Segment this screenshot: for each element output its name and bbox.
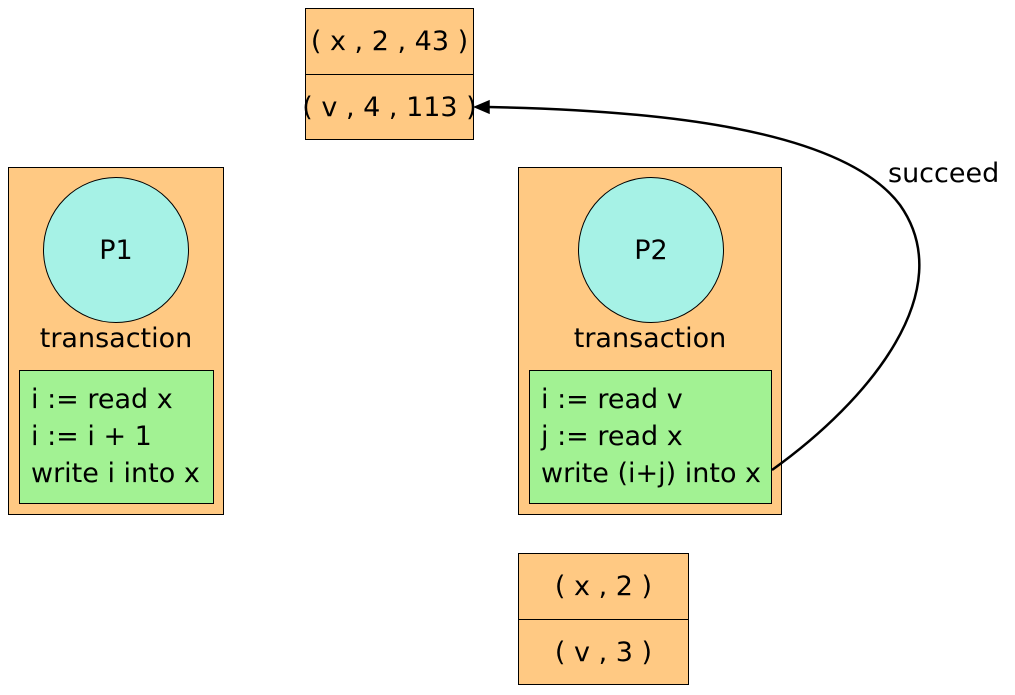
process-p1-code-block: i := read x i := i + 1 write i into x bbox=[19, 370, 214, 504]
process-p2-code-line: write (i+j) into x bbox=[541, 458, 762, 489]
succeed-edge-arrowhead bbox=[473, 99, 490, 115]
process-p2-container: P2 transaction i := read v j := read x w… bbox=[518, 167, 782, 515]
memory-record-bottom-row-1: ( x , 2 ) bbox=[519, 554, 688, 620]
memory-record-top-row-1: ( x , 2 , 43 ) bbox=[306, 9, 473, 75]
memory-record-top-row-2: ( v , 4 , 113 ) bbox=[302, 91, 477, 123]
process-p1-container: P1 transaction i := read x i := i + 1 wr… bbox=[8, 167, 224, 515]
process-p1-code-line: i := i + 1 bbox=[31, 421, 152, 452]
process-p2-code-block: i := read v j := read x write (i+j) into… bbox=[529, 370, 772, 504]
process-p2-transaction-label: transaction bbox=[573, 323, 727, 354]
memory-record-bottom: ( x , 2 ) ( v , 3 ) bbox=[518, 553, 689, 685]
process-p1-transaction-label: transaction bbox=[39, 323, 193, 354]
process-p1-node: P1 bbox=[43, 177, 189, 323]
process-p1-code-line: i := read x bbox=[31, 384, 173, 415]
memory-record-bottom-row-2: ( v , 3 ) bbox=[554, 636, 653, 668]
process-p2-node: P2 bbox=[578, 177, 724, 323]
process-p1-name: P1 bbox=[99, 234, 133, 266]
process-p2-name: P2 bbox=[634, 234, 668, 266]
succeed-edge-label: succeed bbox=[888, 158, 1000, 189]
succeed-edge bbox=[487, 105, 921, 472]
process-p1-code-line: write i into x bbox=[31, 458, 200, 489]
memory-record-top: ( x , 2 , 43 ) ( v , 4 , 113 ) bbox=[302, 8, 477, 140]
process-p2-code-line: i := read v bbox=[541, 384, 683, 415]
process-p2-code-line: j := read x bbox=[541, 421, 683, 452]
